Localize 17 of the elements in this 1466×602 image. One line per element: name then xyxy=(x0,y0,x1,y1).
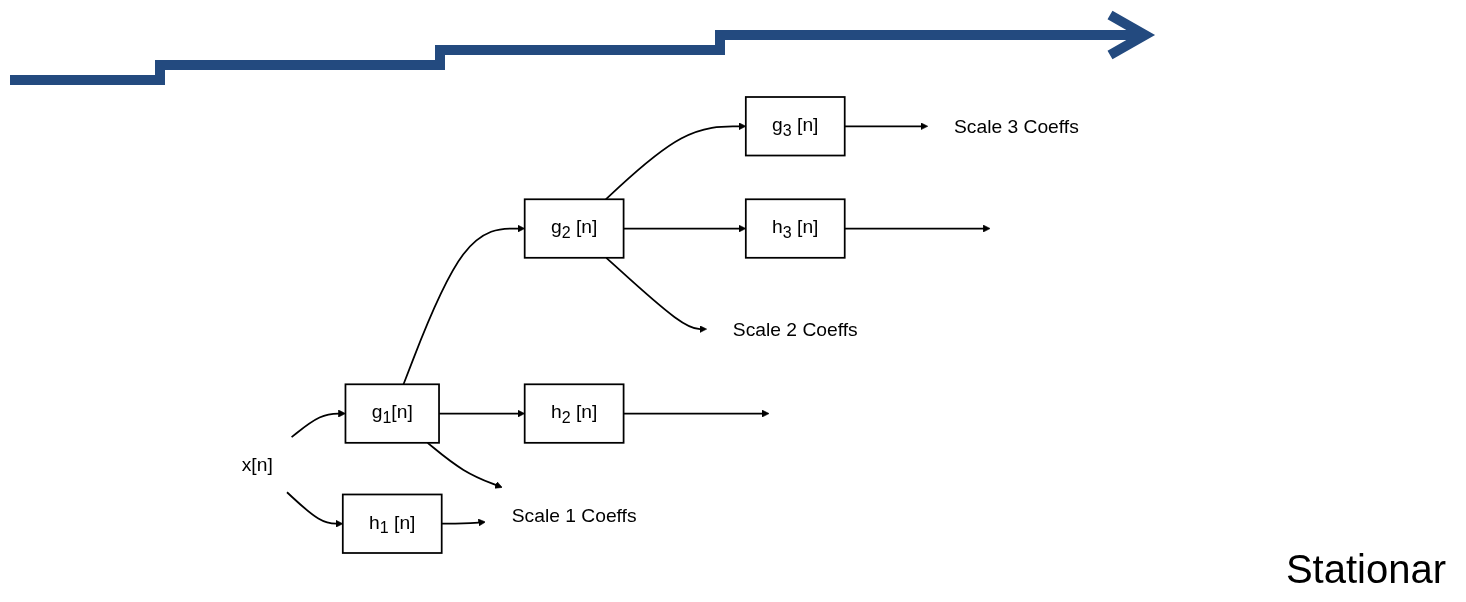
arrow xyxy=(426,441,503,489)
node-box: g$_{3}$ [n] xyxy=(744,96,846,157)
node-box: g$_{1}$[n] xyxy=(344,383,440,444)
arrow xyxy=(605,256,707,333)
arrow xyxy=(604,122,746,201)
arrow xyxy=(285,491,343,528)
arrow xyxy=(402,224,525,386)
node-box: h$_{3}$ [n] xyxy=(744,198,846,259)
node-text: Scale 3 Coeffs xyxy=(953,115,1079,138)
node-box: h$_{2}$ [n] xyxy=(523,383,625,444)
node-text: Scale 2 Coeffs xyxy=(732,318,858,341)
node-box: h$_{1}$ [n] xyxy=(341,493,443,554)
arrow xyxy=(290,409,346,438)
node-box: g$_{2}$ [n] xyxy=(523,198,625,259)
caption-text: Stationar xyxy=(1285,547,1446,592)
node-text: x[n] xyxy=(241,453,273,476)
node-text: Scale 1 Coeffs xyxy=(511,504,637,526)
